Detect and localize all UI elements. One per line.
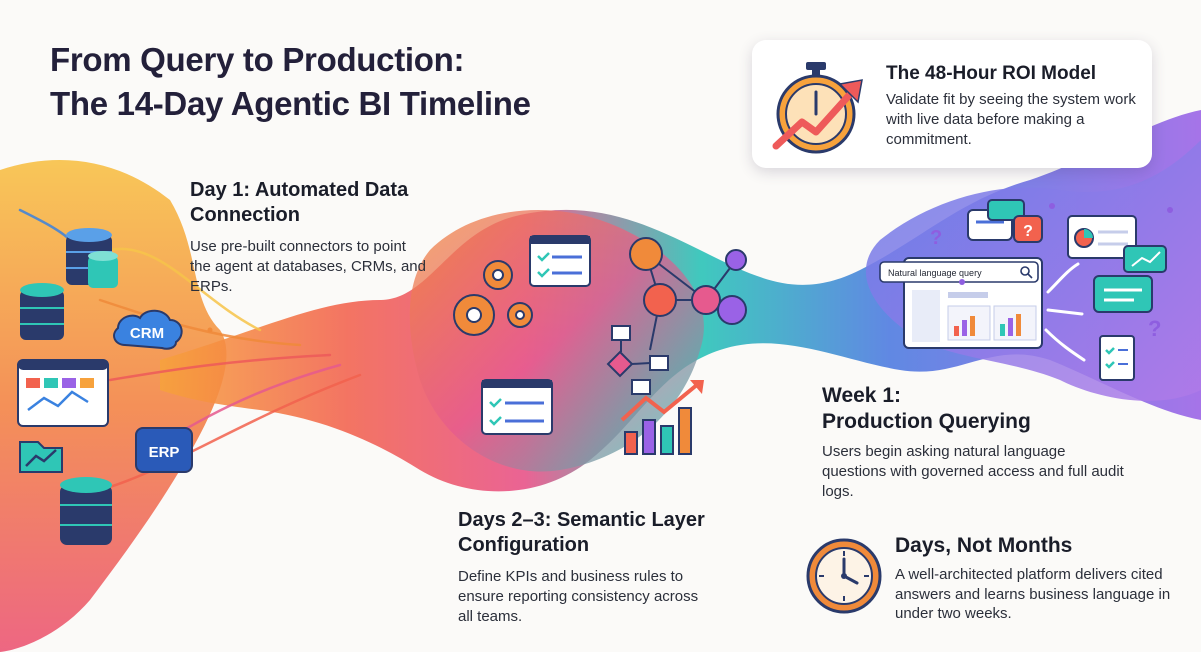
sparkle-icons [207, 203, 1173, 333]
crm-cloud-icon: CRM [113, 309, 183, 350]
question-mark-icons: ? ? [930, 227, 1161, 341]
network-graph-icon [629, 237, 747, 351]
days-not-months-body: A well-architected platform delivers cit… [895, 566, 1171, 622]
days-not-months-heading: Days, Not Months [895, 534, 1073, 557]
week1-body: Users begin asking natural language ques… [822, 443, 1124, 500]
roi-card-heading: The 48-Hour ROI Model [886, 63, 1097, 84]
clock-icon [806, 538, 882, 614]
week1-heading-line2: Production Querying [822, 410, 1031, 433]
checklist-window-icon-top [529, 235, 591, 287]
database-icon-bottom [60, 477, 112, 545]
chat-bubbles-icon: ? [967, 199, 1043, 243]
search-bar-icon: Natural language query [879, 261, 1039, 283]
checklist-document-icon [1099, 335, 1135, 381]
search-placeholder-text: Natural language query [888, 268, 982, 278]
svg-text:?: ? [1148, 316, 1161, 341]
question-mark-text: ? [1023, 223, 1033, 240]
database-icon-top [66, 228, 118, 288]
days23-body: Define KPIs and business rules to ensure… [458, 568, 699, 625]
trend-chat-icon [1123, 245, 1167, 273]
page-title: From Query to Production: The 14-Day Age… [50, 38, 531, 126]
folder-chart-icon [19, 441, 63, 473]
arrow-icons [1044, 262, 1086, 362]
pie-report-icon [1067, 215, 1137, 259]
roi-card-body: Validate fit by seeing the system work w… [886, 91, 1136, 148]
days23-section: Days 2–3: Semantic Layer Configuration D… [458, 508, 718, 627]
crm-label: CRM [130, 325, 164, 342]
days23-heading: Days 2–3: Semantic Layer Configuration [458, 509, 705, 556]
dashboard-window-icon [17, 359, 109, 427]
gear-icon [453, 260, 533, 336]
checklist-window-icon-bottom [481, 379, 553, 435]
message-bubble-icon [1093, 275, 1153, 313]
page-title-line1: From Query to Production: [50, 41, 465, 78]
flowchart-icon [606, 325, 669, 395]
page-title-line2: The 14-Day Agentic BI Timeline [50, 85, 531, 122]
svg-text:?: ? [930, 227, 942, 249]
week1-heading: Week 1: Production Querying [822, 383, 1142, 435]
left-color-blob [0, 160, 227, 652]
day1-body: Use pre-built connectors to point the ag… [190, 238, 426, 295]
stopwatch-growth-icon [772, 62, 863, 154]
week1-section: Week 1: Production Querying Users begin … [822, 383, 1142, 502]
erp-box-icon: ERP [135, 427, 193, 473]
roi-model-card: The 48-Hour ROI Model Validate fit by se… [752, 40, 1152, 168]
erp-label: ERP [149, 444, 180, 461]
database-icon-left [20, 283, 64, 340]
week1-heading-line1: Week 1: [822, 384, 901, 407]
days-not-months-section: Days, Not Months A well-architected plat… [895, 533, 1185, 624]
day1-heading: Day 1: Automated Data Connection [190, 179, 409, 226]
growth-bar-chart-icon [620, 380, 704, 455]
day1-section: Day 1: Automated Data Connection Use pre… [190, 178, 450, 297]
